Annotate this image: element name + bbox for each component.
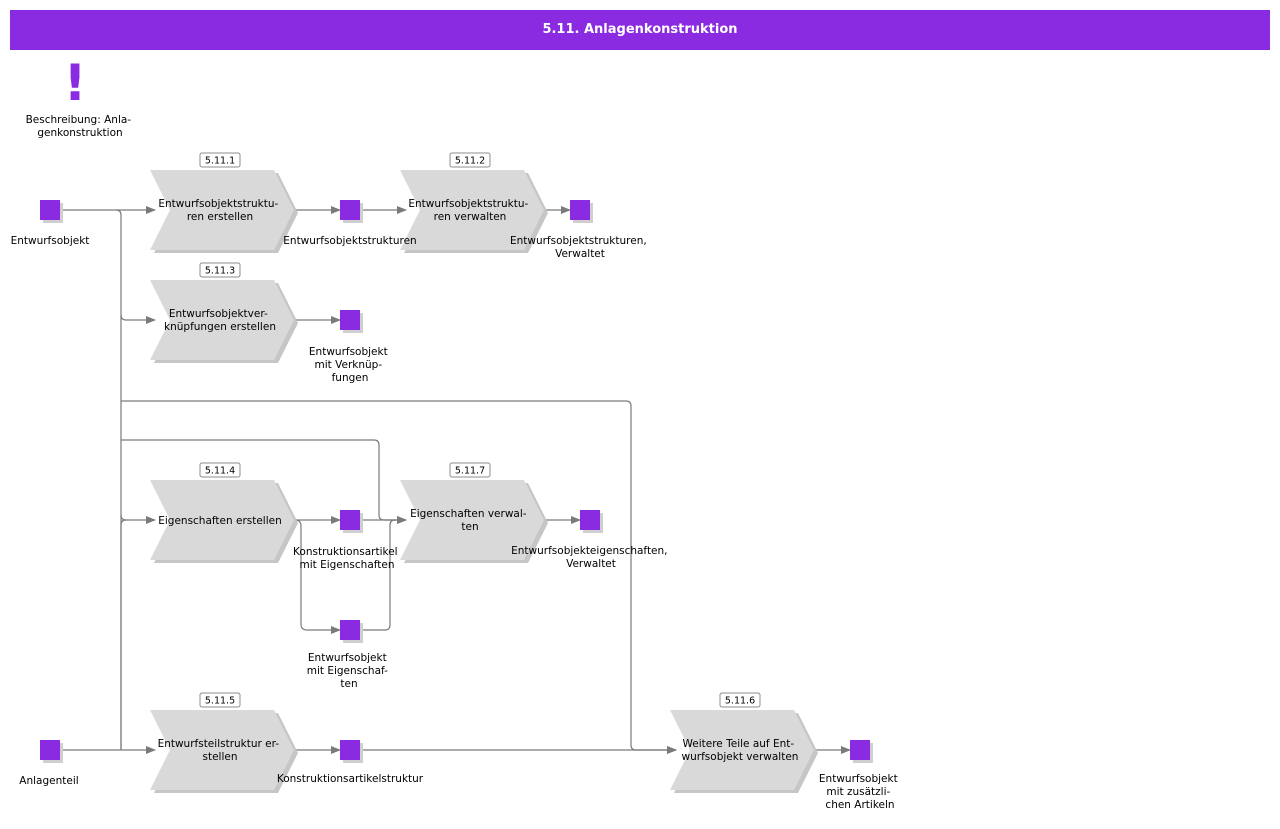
state-label: Entwurfsobjektstrukturen, Verwaltet: [510, 235, 650, 260]
state-entwurfsobjektstrukturen-verwaltet[interactable]: Entwurfsobjektstrukturen, Verwaltet: [510, 200, 650, 260]
state-label: Entwurfsobjekteigenschaften, Verwaltet: [511, 545, 671, 570]
process-id: 5.11.4: [205, 466, 235, 477]
state-label: Entwurfsobjektstrukturen: [283, 235, 416, 247]
process-5-11-5[interactable]: 5.11.5 Entwurfsteilstruktur er- stellen: [150, 692, 298, 793]
process-label: Eigenschaften erstellen: [158, 515, 282, 527]
process-id: 5.11.3: [205, 266, 235, 277]
process-label: Weitere Teile auf Ent- wurfsobjekt verwa…: [682, 738, 799, 763]
process-tag-box: [449, 152, 491, 168]
process-5-11-3[interactable]: 5.11.3 Entwurfsobjektver- knüpfungen ers…: [150, 262, 298, 363]
state-anlagenteil[interactable]: Anlagenteil: [19, 740, 79, 787]
state-entwurfsobjekt[interactable]: Entwurfsobjekt: [11, 200, 90, 247]
state-label: Entwurfsobjekt: [11, 235, 90, 247]
connectors: [60, 206, 851, 754]
process-id: 5.11.1: [205, 156, 235, 167]
state-label: Entwurfsobjekt mit zusätzli- chen Artike…: [819, 773, 901, 811]
state-label: Entwurfsobjekt mit Verknüp- fungen: [309, 346, 391, 384]
connector: [115, 209, 156, 324]
state-entwurfsobjektstrukturen[interactable]: Entwurfsobjektstrukturen: [283, 200, 417, 247]
description-note[interactable]: ! Beschreibung: Anla- genkonstruktion: [26, 54, 135, 139]
state-entwurfsobjekt-mit-eigenschaften[interactable]: Entwurfsobjekt mit Eigenschaf- ten: [307, 620, 392, 690]
connector: [120, 315, 156, 524]
process-tag-box: [199, 462, 241, 478]
process-tag-box: [199, 692, 241, 708]
state-label: Anlagenteil: [19, 775, 78, 787]
state-label: Entwurfsobjekt mit Eigenschaf- ten: [307, 652, 392, 690]
process-tag-box: [449, 462, 491, 478]
process-label: Entwurfsobjektstruktu- ren erstellen: [158, 198, 281, 223]
process-label: Eigenschaften verwal- ten: [410, 508, 530, 533]
exclamation-icon: !: [64, 54, 87, 112]
process-tag-box: [199, 262, 241, 278]
process-5-11-6[interactable]: 5.11.6 Weitere Teile auf Ent- wurfsobjek…: [670, 692, 818, 793]
state-label: Konstruktionsartikel mit Eigenschaften: [293, 546, 401, 571]
state-entwurfsobjekt-mit-zusaetzlichen-artikeln[interactable]: Entwurfsobjekt mit zusätzli- chen Artike…: [819, 740, 901, 811]
state-konstruktionsartikel-mit-eigenschaften[interactable]: Konstruktionsartikel mit Eigenschaften: [293, 510, 401, 571]
state-konstruktionsartikelstruktur[interactable]: Konstruktionsartikelstruktur: [277, 740, 424, 785]
process-id: 5.11.6: [725, 696, 755, 707]
process-label: Entwurfsteilstruktur er- stellen: [158, 738, 283, 763]
process-id: 5.11.2: [455, 156, 485, 167]
process-5-11-1[interactable]: 5.11.1 Entwurfsobjektstruktu- ren erstel…: [150, 152, 298, 253]
diagram-title: 5.11. Anlagenkonstruktion: [10, 10, 1270, 50]
connector: [360, 519, 396, 631]
process-5-11-7[interactable]: 5.11.7 Eigenschaften verwal- ten: [400, 462, 548, 563]
process-tag-box: [719, 692, 761, 708]
process-5-11-4[interactable]: 5.11.4 Eigenschaften erstellen: [150, 462, 298, 563]
state-label: Konstruktionsartikelstruktur: [277, 773, 424, 785]
state-entwurfsobjekteigenschaften-verwaltet[interactable]: Entwurfsobjekteigenschaften, Verwaltet: [511, 510, 671, 570]
process-id: 5.11.5: [205, 696, 235, 707]
connector: [294, 519, 341, 634]
process-id: 5.11.7: [455, 466, 485, 477]
process-label: Entwurfsobjektver- knüpfungen erstellen: [164, 308, 276, 333]
process-5-11-2[interactable]: 5.11.2 Entwurfsobjektstruktu- ren verwal…: [400, 152, 548, 253]
description-label: Beschreibung: Anla- genkonstruktion: [26, 114, 135, 139]
process-label: Entwurfsobjektstruktu- ren verwalten: [408, 198, 531, 223]
process-tag-box: [199, 152, 241, 168]
state-entwurfsobjekt-mit-verknuepfungen[interactable]: Entwurfsobjekt mit Verknüp- fungen: [309, 310, 391, 384]
connector: [120, 519, 127, 750]
